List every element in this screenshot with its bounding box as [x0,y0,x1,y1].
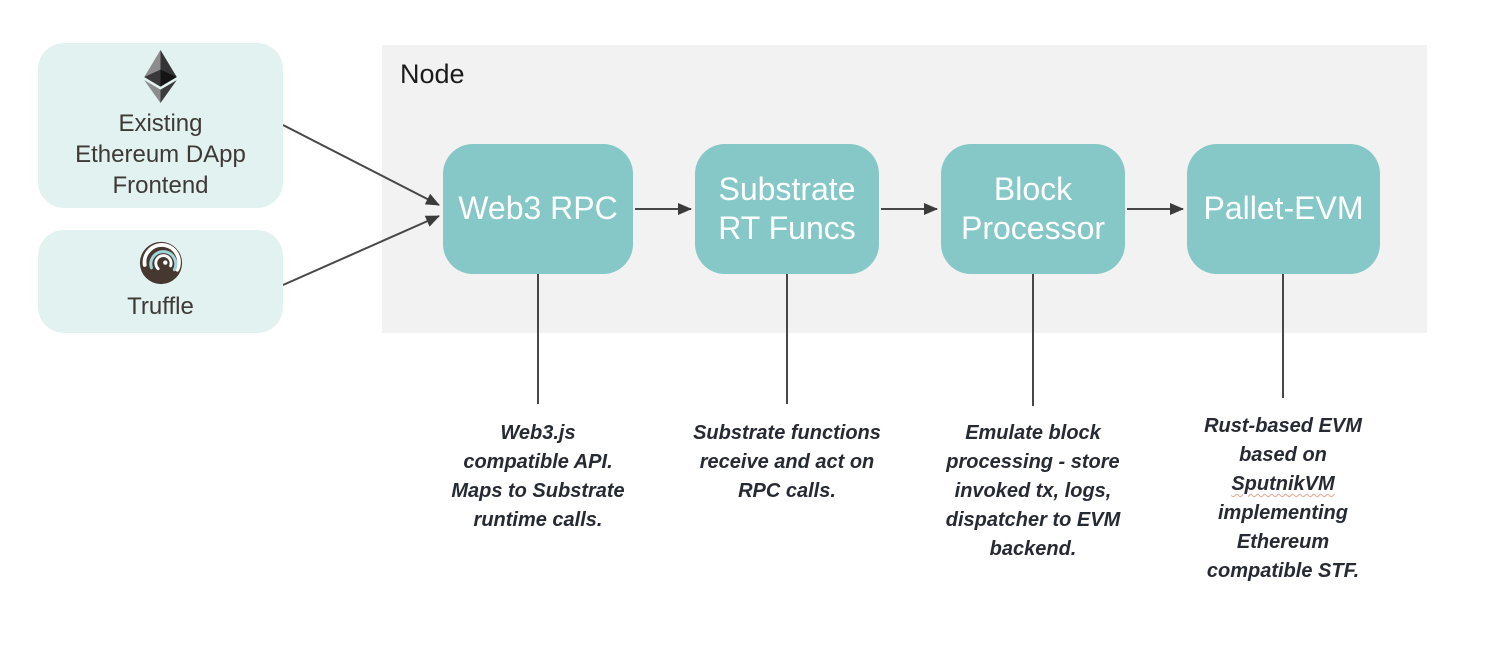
node-box-substrate-rt-funcs: Substrate RT Funcs [695,144,879,274]
note-block-processor: Emulate block processing - store invoked… [945,422,1121,560]
source-label: Truffle [127,293,194,321]
spellchecked-word: SputnikVM [1231,473,1335,495]
truffle-icon [138,240,184,286]
node-box-block-processor: Block Processor [941,144,1125,274]
node-label: Pallet-EVM [1203,190,1364,227]
source-box-truffle: Truffle [38,230,283,333]
node-label: Web3 RPC [458,190,618,227]
note-substrate-rt-funcs: Substrate functions receive and act on R… [693,422,881,502]
node-box-web3-rpc: Web3 RPC [443,144,633,274]
note-pallet-evm: Rust-based EVM based on SputnikVM implem… [1153,412,1413,586]
node-label: Block Processor [960,170,1106,246]
note-web3-rpc: Web3.js compatible API. Maps to Substrat… [451,422,625,531]
node-label: Substrate RT Funcs [718,170,856,246]
note-text: Rust-based EVM based on [1204,415,1362,466]
ethereum-icon [144,49,177,103]
node-box-pallet-evm: Pallet-EVM [1187,144,1380,274]
node-panel-title: Node [400,59,465,89]
source-box-ethereum-dapp-frontend: Existing Ethereum DApp Frontend [38,43,283,208]
note-text: implementing Ethereum compatible STF. [1206,502,1360,582]
source-label: Existing Ethereum DApp Frontend [75,109,246,200]
